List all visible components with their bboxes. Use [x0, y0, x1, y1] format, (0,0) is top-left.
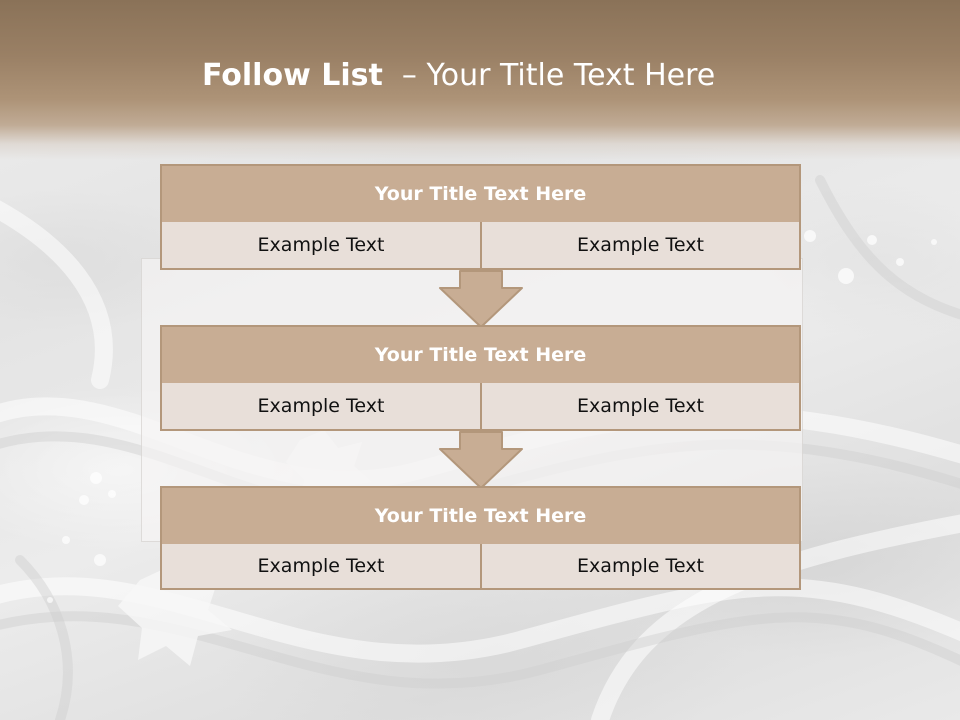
step-1-right-text: Example Text: [480, 222, 801, 270]
step-box-3: Your Title Text Here Example Text Exampl…: [160, 486, 801, 592]
step-2-title: Your Title Text Here: [160, 325, 801, 385]
step-1-title: Your Title Text Here: [160, 164, 801, 224]
down-arrow-icon: [439, 431, 523, 489]
step-3-title: Your Title Text Here: [160, 486, 801, 546]
header-band: [0, 0, 960, 160]
step-1-left-text: Example Text: [160, 222, 482, 270]
slide-title-subtitle: Your Title Text Here: [426, 58, 716, 93]
step-3-right-text: Example Text: [480, 544, 801, 590]
step-box-2: Your Title Text Here Example Text Exampl…: [160, 325, 801, 433]
step-2-left-text: Example Text: [160, 383, 482, 431]
step-box-1: Your Title Text Here Example Text Exampl…: [160, 164, 801, 272]
slide-title-dash: –: [401, 58, 417, 93]
step-3-left-text: Example Text: [160, 544, 482, 590]
step-2-right-text: Example Text: [480, 383, 801, 431]
slide-title: Follow List – Your Title Text Here: [202, 56, 715, 96]
down-arrow-icon: [439, 270, 523, 328]
slide-title-bold: Follow List: [202, 58, 383, 93]
